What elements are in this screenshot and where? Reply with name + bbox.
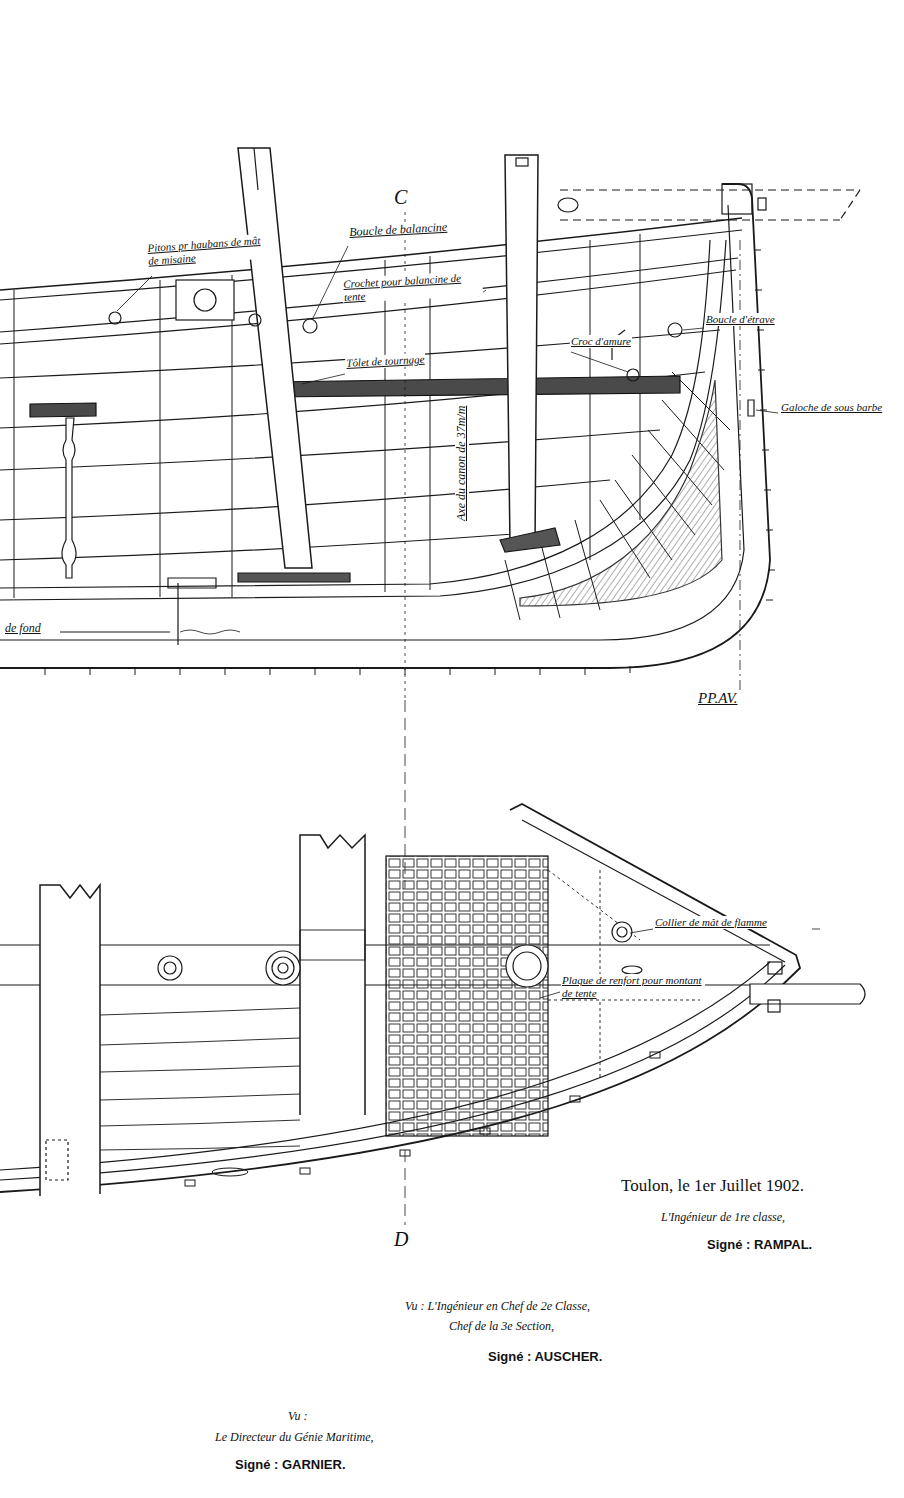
approval-mark: Vu : [287,1410,308,1424]
part-label: Galoche de sous barbe [780,401,883,414]
signatory-title: Vu : L'Ingénieur en Chef de 2e Classe, [404,1300,591,1314]
signatory-title: Chef de la 3e Section, [448,1320,555,1334]
place-date: Toulon, le 1er Juillet 1902. [620,1176,805,1196]
part-label: de fond [4,622,42,636]
part-label: Boucle d'étrave [705,313,776,326]
part-label: Croc d'amure [570,335,632,348]
axis-label: Axe du canon de 37m/m [455,405,469,522]
section-letter: C [393,186,408,209]
part-label: Plaque de renfort pour montant de tente [561,974,705,999]
signature: Signé : GARNIER. [234,1458,347,1473]
signature: Signé : AUSCHER. [487,1350,603,1365]
signature: Signé : RAMPAL. [706,1238,813,1253]
part-label: Tôlet de tournage [345,353,426,370]
signatory-title: L'Ingénieur de 1re classe, [660,1211,786,1225]
signatory-title: Le Directeur du Génie Maritime, [214,1431,375,1445]
part-label: Boucle de balancine [348,221,449,240]
part-label: Crochet pour balancine de tente [342,271,483,304]
section-letter: D [393,1228,409,1251]
perpendicular-label: PP.AV. [697,690,739,707]
part-label: Collier de mât de flamme [654,916,768,929]
